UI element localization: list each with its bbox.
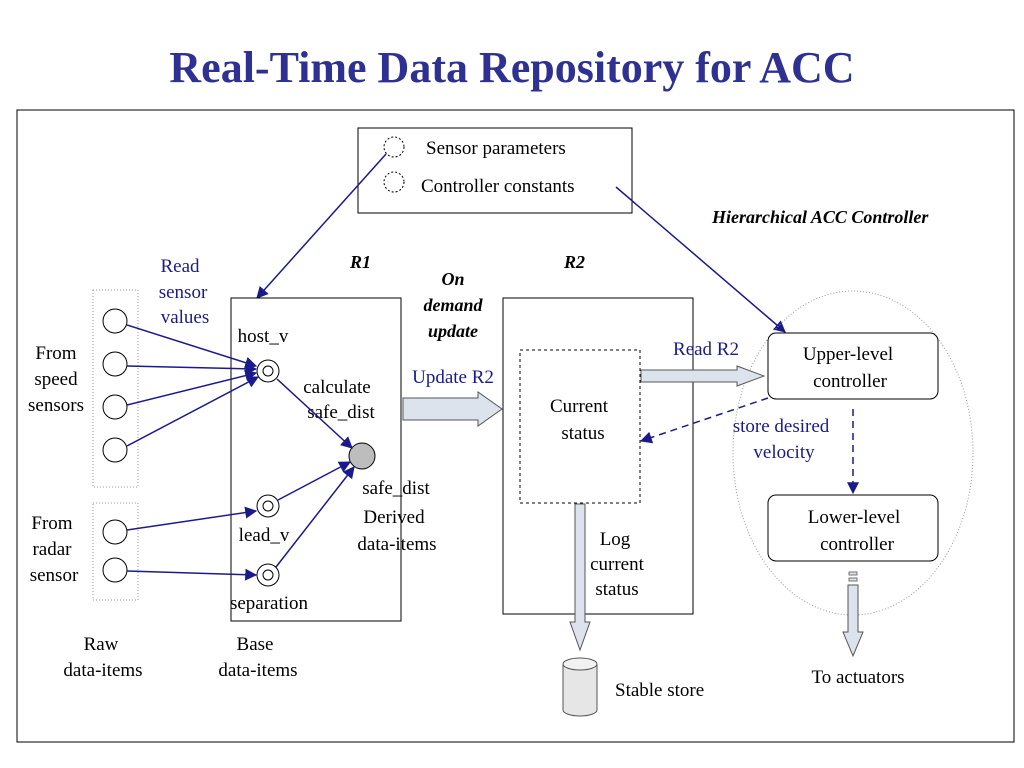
separation-to-safe-dist-arrow: [275, 466, 355, 568]
update-r2-arrow: [402, 391, 503, 427]
sensor-parameters-label: Sensor parameters: [426, 138, 566, 159]
host-to-safe-dist-arrow: [276, 378, 353, 449]
base-items-line2: data-items: [218, 660, 297, 681]
speed-raw-item: [102, 351, 128, 377]
parameters-box: [357, 127, 633, 214]
lead-v-label: lead_v: [239, 525, 290, 546]
derived-line1: Derived: [363, 507, 425, 528]
current-status-line2: status: [561, 423, 604, 444]
raw-to-host-arrow: [126, 369, 258, 406]
current-status-line1: Current: [550, 396, 609, 417]
r2-label: R2: [563, 252, 585, 272]
base-items-line1: Base: [237, 634, 274, 655]
raw-to-host-arrow: [126, 362, 258, 375]
stable-store-icon: [562, 657, 598, 717]
radar-raw-item: [102, 519, 128, 545]
update-r2-label: Update R2: [412, 367, 494, 388]
raw-items-line2: data-items: [63, 660, 142, 681]
sensor-params-arrow: [256, 153, 387, 299]
from-speed-line1: From: [35, 343, 76, 364]
separation-label: separation: [230, 593, 309, 614]
log-status-line1: Log: [600, 529, 631, 550]
current-status-box: [519, 349, 641, 504]
raw-to-lead-arrow: [126, 506, 258, 531]
read-sensor-line1: Read: [160, 256, 200, 277]
host-v-node: [256, 359, 280, 383]
from-radar-line2: radar: [32, 539, 72, 560]
speed-raw-item: [102, 437, 128, 463]
raw-to-host-arrow: [126, 376, 260, 447]
lead-to-safe-dist-arrow: [277, 461, 352, 501]
speed-raw-item: [102, 308, 128, 334]
upper-level-controller-box: [767, 332, 939, 400]
controller-constants-arrow: [615, 186, 786, 333]
on-demand-line1: On: [441, 269, 464, 289]
calculate-line1: calculate: [303, 377, 371, 398]
lead-v-node: [256, 494, 280, 518]
raw-to-separation-arrow: [126, 568, 258, 581]
from-speed-line3: sensors: [28, 395, 84, 416]
read-r2-label: Read R2: [673, 339, 739, 360]
from-radar-line3: sensor: [30, 565, 79, 586]
sensor-parameters-node: [383, 136, 405, 158]
controller-constants-node: [383, 171, 405, 193]
r1-label: R1: [349, 252, 371, 272]
lower-line2: controller: [820, 534, 895, 555]
log-status-line2: current: [590, 554, 645, 575]
raw-to-host-arrow: [126, 324, 258, 369]
on-demand-line3: update: [428, 321, 478, 341]
calculate-line2: safe_dist: [307, 402, 375, 423]
safe-dist-node: [348, 442, 376, 470]
read-sensor-line3: values: [161, 307, 210, 328]
host-v-label: host_v: [238, 326, 289, 347]
separation-node: [256, 563, 280, 587]
store-desired-line2: velocity: [753, 442, 815, 463]
log-status-arrow: [569, 503, 591, 652]
speed-raw-item: [102, 394, 128, 420]
from-speed-line2: speed: [34, 369, 78, 390]
diagram-frame: [16, 109, 1015, 743]
store-velocity-arrow: [639, 397, 769, 444]
page-title: Real-Time Data Repository for ACC: [169, 43, 855, 92]
from-radar-line1: From: [31, 513, 72, 534]
derived-line2: data-items: [357, 534, 436, 555]
raw-items-line1: Raw: [84, 634, 119, 655]
on-demand-line2: demand: [423, 295, 483, 315]
to-actuators-arrow: [842, 571, 864, 658]
radar-sensor-group: [92, 502, 139, 601]
upper-line1: Upper-level: [803, 344, 893, 365]
speed-sensor-group: [92, 289, 139, 488]
read-r2-arrow: [640, 365, 766, 387]
lower-level-controller-box: [767, 494, 939, 562]
log-status-line3: status: [595, 579, 638, 600]
hierarchical-controller-label: Hierarchical ACC Controller: [711, 207, 929, 227]
safe-dist-label: safe_dist: [362, 478, 430, 499]
to-actuators-label: To actuators: [811, 667, 904, 688]
lower-line1: Lower-level: [808, 507, 900, 528]
stable-store-label: Stable store: [615, 680, 704, 701]
radar-raw-item: [102, 557, 128, 583]
read-sensor-line2: sensor: [159, 282, 208, 303]
store-desired-line1: store desired: [733, 416, 830, 437]
controller-constants-label: Controller constants: [421, 176, 575, 197]
upper-line2: controller: [813, 371, 888, 392]
